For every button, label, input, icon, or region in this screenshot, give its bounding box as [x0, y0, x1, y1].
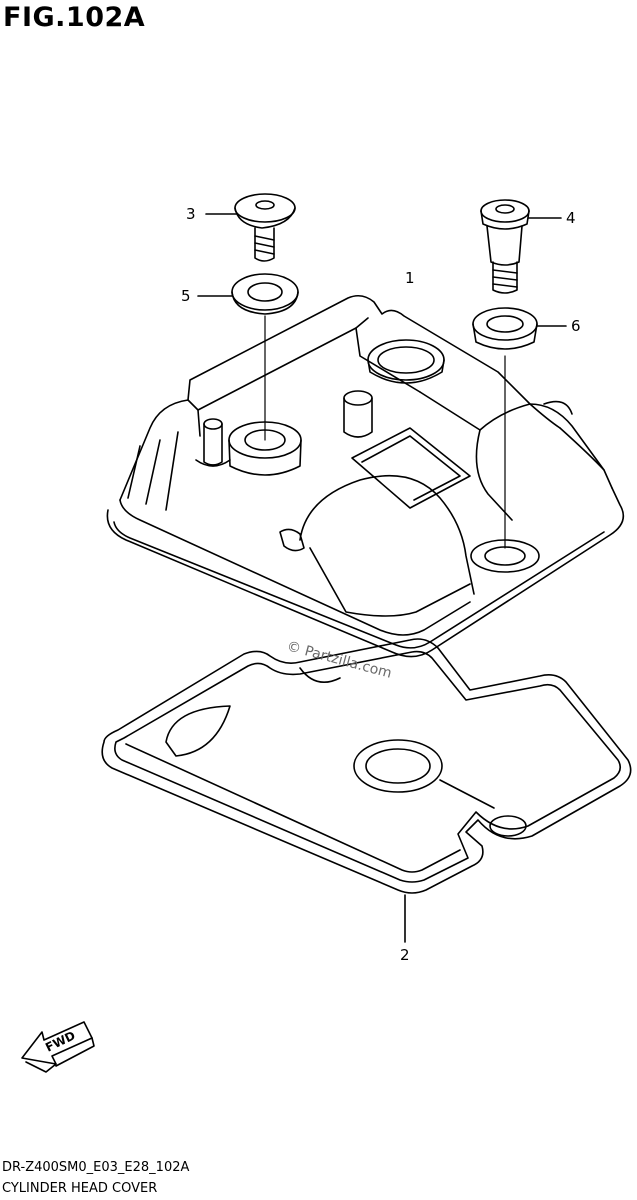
callout-3: 3	[186, 205, 196, 223]
part-6-grommet[interactable]	[472, 307, 538, 350]
part-5-washer[interactable]	[231, 273, 299, 315]
drawing-caption: CYLINDER HEAD COVER	[2, 1181, 158, 1196]
part-2-gasket[interactable]	[101, 638, 632, 894]
callout-2: 2	[400, 946, 410, 964]
callout-4: 4	[566, 209, 576, 227]
part-4-bolt[interactable]	[480, 199, 530, 294]
callout-6: 6	[571, 317, 581, 335]
fwd-arrow-icon: FWD	[21, 1021, 95, 1073]
callout-5: 5	[181, 287, 191, 305]
part-3-bolt[interactable]	[234, 193, 296, 262]
figure-title: FIG.102A	[3, 2, 146, 33]
drawing-code: DR-Z400SM0_E03_E28_102A	[2, 1160, 190, 1175]
part-1-cylinder-head-cover[interactable]	[106, 294, 625, 658]
callout-1: 1	[405, 269, 415, 287]
